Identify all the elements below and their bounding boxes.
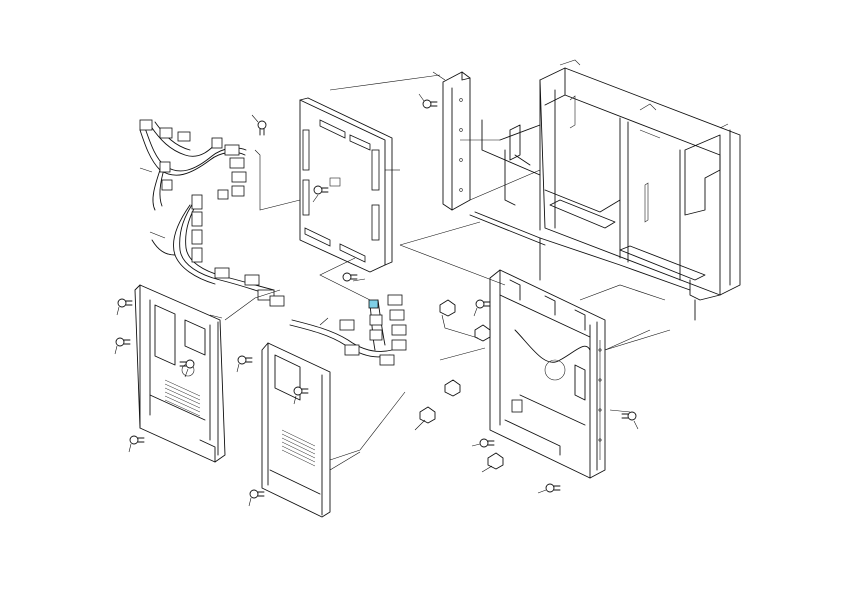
main-chassis [469, 59, 741, 321]
screw [418, 93, 438, 109]
right-bracket-assembly [489, 269, 651, 479]
screw [179, 359, 195, 378]
cable-clips [414, 299, 504, 473]
screw [251, 114, 267, 136]
wire-harness-upper [139, 119, 247, 211]
screw [471, 438, 495, 448]
wire-harness-center [289, 294, 407, 366]
wire-harness-lower [149, 194, 285, 307]
left-cover-panel [134, 284, 226, 463]
control-board [254, 97, 400, 273]
screw [473, 299, 491, 317]
screw [342, 272, 366, 282]
screw [312, 185, 329, 203]
highlighted-connector [368, 299, 379, 309]
screw [128, 435, 145, 453]
screw [537, 483, 561, 494]
assembly-leader-lines [224, 74, 671, 471]
screw [293, 386, 309, 405]
screw [248, 489, 265, 507]
screw [236, 355, 253, 373]
vertical-rail [432, 71, 471, 211]
screw [116, 298, 133, 316]
screw [621, 411, 639, 430]
screws [114, 93, 639, 507]
screw [114, 337, 131, 355]
middle-cover-panel [261, 342, 406, 518]
